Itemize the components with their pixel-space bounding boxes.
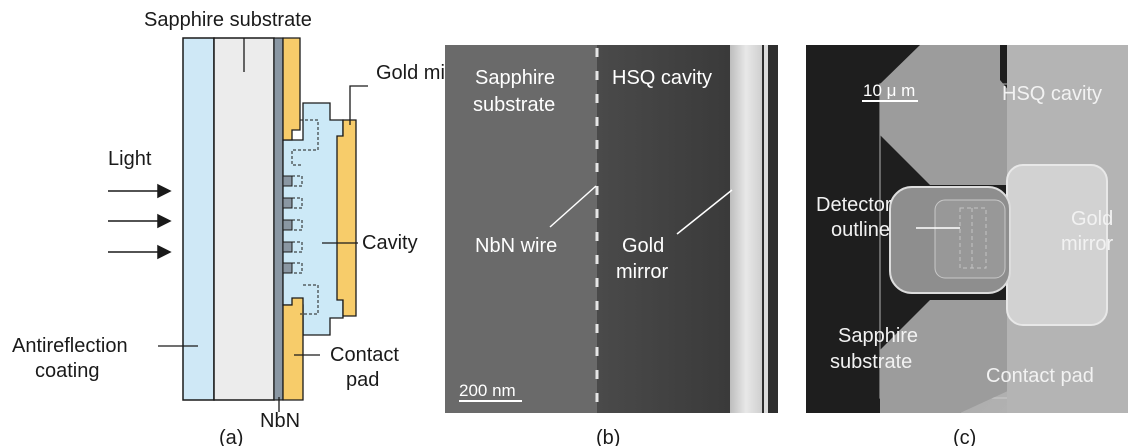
edge-highlight	[764, 45, 768, 413]
hsq-cavity-label: HSQ cavity	[612, 67, 712, 89]
light-arrows	[108, 183, 172, 260]
sapphire-label-c-line2: substrate	[830, 351, 912, 373]
detector-dashes	[959, 207, 987, 269]
detector-inner	[934, 199, 1006, 279]
nbn-wire-leader	[549, 185, 597, 228]
caption-c: (c)	[953, 427, 976, 446]
sapphire-label-c-line1: Sapphire	[838, 325, 918, 347]
light-label: Light	[108, 148, 152, 170]
gold-contact-bottom	[282, 297, 304, 401]
detector-label-line1: Detector	[816, 194, 892, 216]
antireflection-label-line2: coating	[35, 360, 100, 382]
sapphire-layer	[213, 37, 275, 401]
contact-pad-label-c: Contact pad	[986, 365, 1094, 387]
hsq-cavity-region	[597, 45, 730, 413]
sapphire-label-line1: Sapphire	[475, 67, 555, 89]
nbn-layer	[273, 37, 284, 401]
gold-mirror-region	[730, 45, 762, 413]
contact-pad-label-line2: pad	[346, 369, 379, 391]
panel-c-micrograph: 10 μ m HSQ cavity Detector outline Gold …	[806, 45, 1128, 446]
hsq-cavity-label-c: HSQ cavity	[1002, 83, 1102, 105]
cavity-label: Cavity	[362, 232, 418, 254]
gold-mirror-label-line2: mirror	[616, 261, 669, 283]
scale-label-c: 10 μ m	[863, 81, 915, 100]
gold-mirror-label-c-line2: mirror	[1061, 233, 1114, 255]
panel-a-schematic: Sapphire substrate Gold mirror Light Cav…	[12, 9, 476, 446]
gold-mirror-label-line1: Gold	[622, 235, 664, 257]
gold-mirror-leader	[676, 189, 733, 235]
caption-b: (b)	[596, 427, 620, 446]
nbn-label: NbN	[260, 410, 300, 432]
caption-a: (a)	[219, 427, 243, 446]
panel-b-micrograph: Sapphire substrate HSQ cavity NbN wire G…	[445, 45, 778, 446]
contact-pad-label-line1: Contact	[330, 344, 399, 366]
antireflection-layer	[182, 37, 215, 401]
gold-mirror-label-c-line1: Gold	[1071, 208, 1113, 230]
gold-contact-top	[282, 37, 301, 141]
nbn-wire-label: NbN wire	[475, 235, 557, 257]
wire-dashed-outlines	[291, 119, 319, 315]
sapphire-substrate-label: Sapphire substrate	[144, 9, 312, 31]
antireflection-label-line1: Antireflection	[12, 335, 128, 357]
sapphire-region	[445, 45, 597, 413]
scale-label-b: 200 nm	[459, 381, 516, 400]
gold-mirror-back	[336, 119, 357, 317]
panel-a-leader-lines	[158, 38, 368, 412]
sapphire-label-line2: substrate	[473, 94, 555, 116]
detector-label-line2: outline	[831, 219, 890, 241]
